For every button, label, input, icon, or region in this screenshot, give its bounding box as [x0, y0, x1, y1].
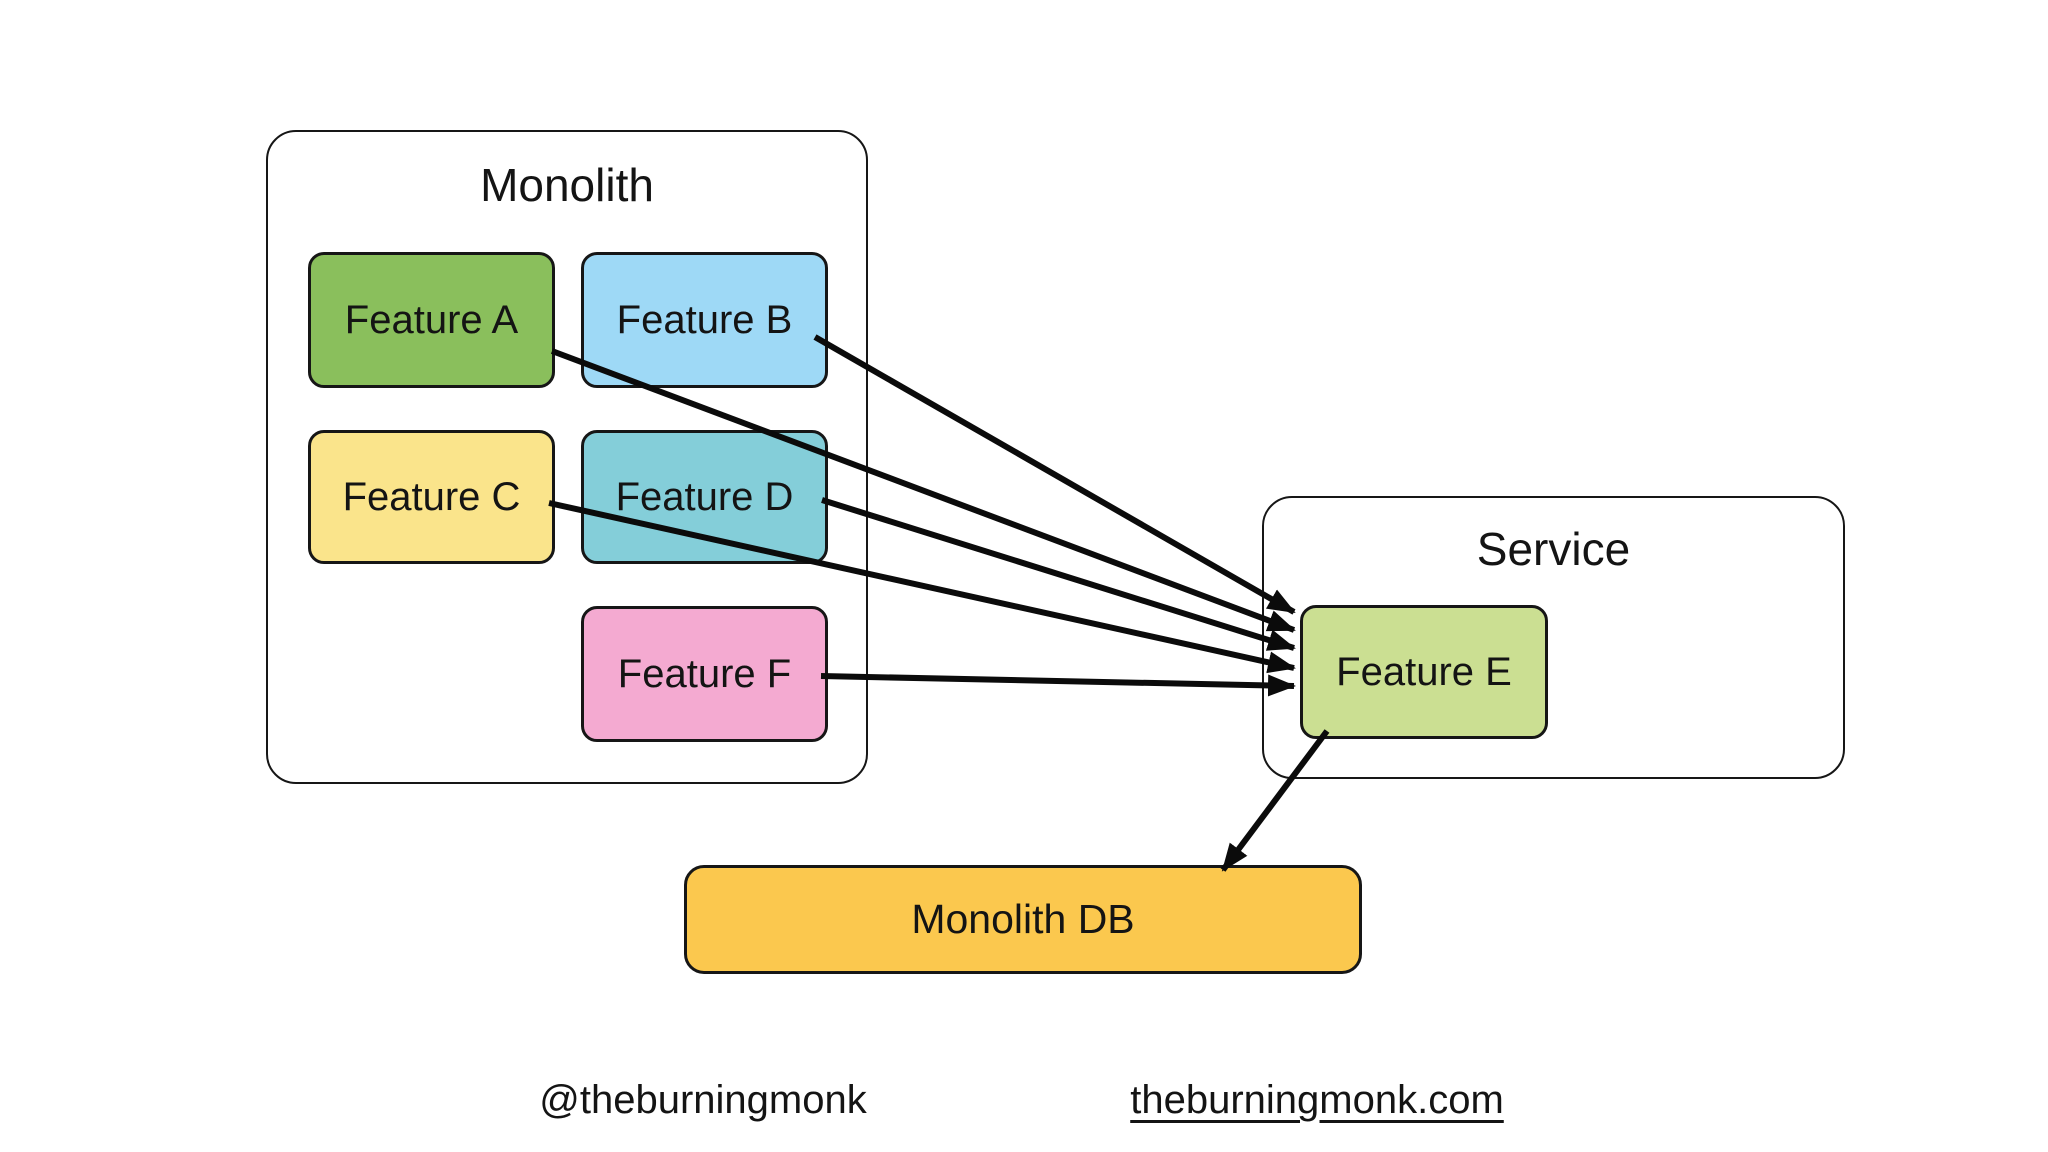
feature-e-label: Feature E: [1336, 649, 1512, 694]
feature-f-label: Feature F: [617, 651, 792, 696]
feature-e-box: Feature E: [1300, 605, 1548, 739]
author-handle-text: @theburningmonk: [539, 1078, 867, 1122]
feature-c-box: Feature C: [308, 430, 555, 564]
service-container: Service: [1262, 496, 1845, 779]
arrow-feature-d-to-feature-e: [821, 497, 1296, 651]
arrow-feature-f-to-feature-e: [820, 673, 1296, 697]
service-title: Service: [1476, 523, 1631, 575]
feature-c-label: Feature C: [342, 474, 521, 519]
feature-a-label: Feature A: [344, 297, 519, 342]
monolith-db-label: Monolith DB: [911, 896, 1135, 942]
monolith-title: Monolith: [480, 159, 654, 211]
feature-b-box: Feature B: [581, 252, 828, 388]
feature-a-box: Feature A: [308, 252, 555, 388]
arrow-feature-b-to-feature-e: [813, 334, 1296, 615]
feature-d-label: Feature D: [615, 474, 794, 519]
monolith-db-box: Monolith DB: [684, 865, 1362, 974]
feature-b-label: Feature B: [616, 297, 793, 342]
website-link[interactable]: theburningmonk.com: [1130, 1078, 1504, 1122]
feature-d-box: Feature D: [581, 430, 828, 564]
feature-f-box: Feature F: [581, 606, 828, 742]
